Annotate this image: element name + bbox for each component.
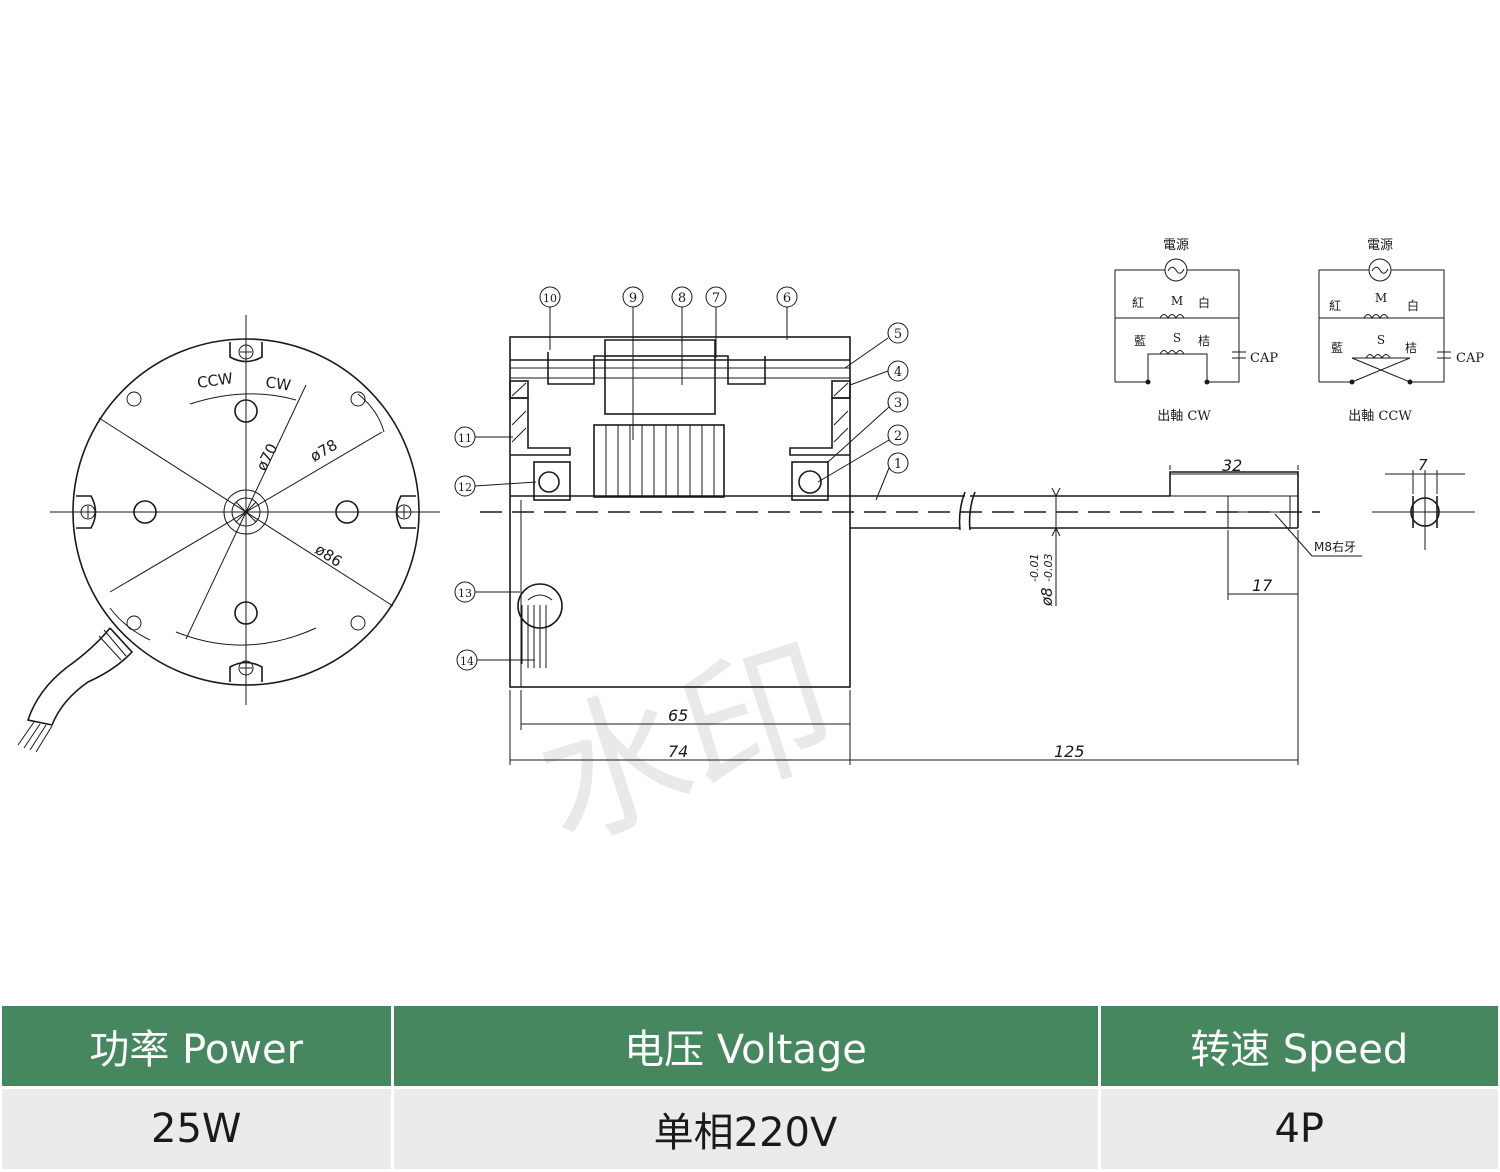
lead-wire-cable xyxy=(17,627,134,753)
shaft-tol-upper: -0.01 xyxy=(1028,554,1041,582)
motor-drawing: 水印 xyxy=(17,238,1484,874)
spec-header-row: 功率 Power 电压 Voltage 转速 Speed xyxy=(2,1006,1498,1088)
callout-7: 7 xyxy=(712,291,720,306)
caption-ccw: 出軸 CCW xyxy=(1348,409,1412,424)
callout-5: 5 xyxy=(894,327,902,342)
red-label: 紅 xyxy=(1132,296,1144,310)
value-voltage: 单相220V xyxy=(392,1086,1101,1169)
orange-label: 桔 xyxy=(1198,334,1210,348)
callouts: 1 2 3 4 5 6 7 8 9 10 11 12 13 14 xyxy=(454,286,909,671)
orange-label: 桔 xyxy=(1405,341,1417,355)
blue-label: 藍 xyxy=(1331,341,1343,355)
cw-label: CW xyxy=(264,373,292,394)
callout-9: 9 xyxy=(629,291,637,306)
front-view: CCW CW ø70 ø78 ø86 xyxy=(17,315,440,753)
dim-shaft-dia: ø8 xyxy=(1038,587,1056,607)
start-label: S xyxy=(1173,331,1181,345)
white-label: 白 xyxy=(1407,298,1419,313)
mount-lug-right xyxy=(395,495,416,529)
dim-phi86: ø86 xyxy=(312,540,346,570)
white-label: 白 xyxy=(1198,295,1210,310)
callout-4: 4 xyxy=(894,365,902,380)
header-voltage: 电压 Voltage xyxy=(392,1006,1101,1088)
value-speed: 4P xyxy=(1099,1086,1498,1169)
header-power: 功率 Power xyxy=(2,1006,394,1088)
callout-1: 1 xyxy=(894,457,902,472)
power-label: 電源 xyxy=(1367,238,1393,253)
power-label: 電源 xyxy=(1163,238,1189,253)
thread-note: M8右牙 xyxy=(1314,539,1356,554)
spec-value-row: 25W 单相220V 4P xyxy=(2,1086,1498,1169)
motor-label: M xyxy=(1375,291,1387,305)
callout-14: 14 xyxy=(460,655,474,668)
callout-3: 3 xyxy=(894,396,902,411)
dim-74: 74 xyxy=(668,742,688,761)
value-power: 25W xyxy=(2,1086,394,1169)
section-view: 65 74 125 32 17 M8右牙 ø8 -0.01 -0.03 xyxy=(480,336,1362,765)
cap-label: CAP xyxy=(1250,351,1278,366)
shaft-tol-lower: -0.03 xyxy=(1042,554,1055,582)
dim-65: 65 xyxy=(668,706,688,725)
callout-6: 6 xyxy=(783,291,791,306)
callout-8: 8 xyxy=(678,291,686,306)
header-speed: 转速 Speed xyxy=(1099,1006,1498,1088)
dim-17: 17 xyxy=(1252,576,1273,595)
mount-lug-bottom xyxy=(229,660,263,682)
start-label: S xyxy=(1377,333,1385,347)
wiring-diagram-cw: 電源 M 紅 白 S 藍 桔 CAP 出軸 CW xyxy=(1114,238,1278,424)
callout-13: 13 xyxy=(458,587,472,600)
blue-label: 藍 xyxy=(1134,334,1146,348)
callout-2: 2 xyxy=(894,429,902,444)
red-label: 紅 xyxy=(1329,299,1341,313)
dim-125: 125 xyxy=(1054,742,1085,761)
caption-cw: 出軸 CW xyxy=(1157,409,1211,424)
dim-phi78: ø78 xyxy=(307,436,340,466)
mount-lug-top xyxy=(229,342,263,363)
ccw-label: CCW xyxy=(196,369,234,392)
shaft-end-view: 7 xyxy=(1372,456,1475,550)
spec-table: 功率 Power 电压 Voltage 转速 Speed 25W 单相220V … xyxy=(2,1006,1498,1169)
cap-label: CAP xyxy=(1456,351,1484,366)
callout-12: 12 xyxy=(458,481,472,494)
motor-label: M xyxy=(1171,294,1183,308)
mount-lug-left xyxy=(76,495,97,529)
callout-10: 10 xyxy=(543,292,557,305)
callout-11: 11 xyxy=(458,432,472,445)
dim-7: 7 xyxy=(1418,456,1428,474)
dim-32: 32 xyxy=(1222,456,1242,475)
wiring-diagram-ccw: 電源 M 紅 白 S 藍 桔 CAP 出軸 CCW xyxy=(1318,238,1484,424)
